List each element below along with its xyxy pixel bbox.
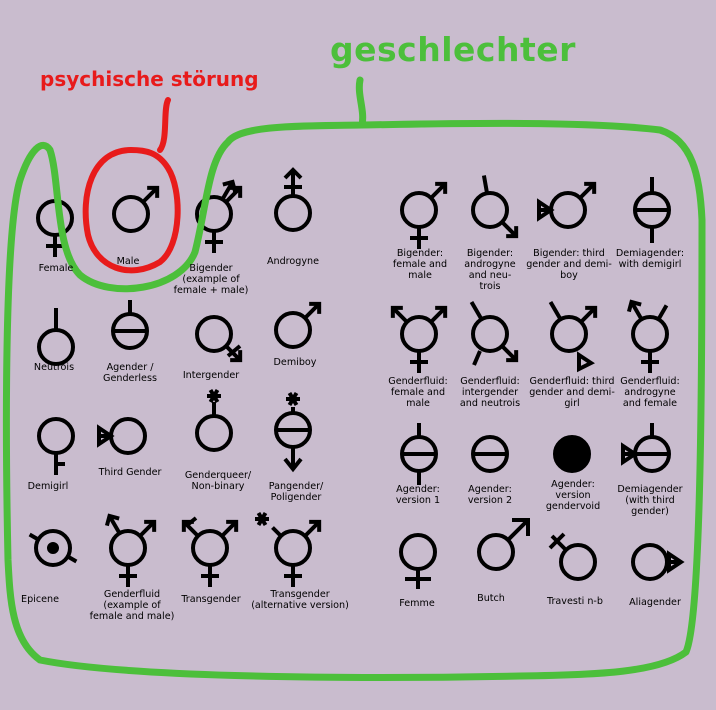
epicene-icon [28,529,78,567]
aliagender-icon [631,543,685,581]
agender-v1-icon [400,423,438,485]
bigender-third-demiboy-icon [537,181,597,229]
genderfluid-androgyne-female-icon [626,299,669,373]
red-circle-stroke [82,97,181,274]
bigender-female-male-label: Bigender: female and male [392,248,448,281]
demiagender-third-label: Demiagender (with third gender) [617,484,683,517]
neutrois-icon [37,308,75,366]
bigender-example-label: Bigender (example of female + male) [173,263,249,296]
demiagender-demigirl-label: Demiagender: with demigirl [615,248,685,270]
travesti-icon [548,532,597,581]
agender-icon [111,300,149,350]
demigirl-icon [37,417,75,475]
transgender-alt-icon [255,511,322,587]
genderqueer-label: Genderqueer/ Non-binary [184,470,252,492]
genderfluid-third-demigirl-label: Genderfluid: third gender and demi- girl [529,376,615,409]
bigender-female-male-icon [400,181,448,249]
travesti-label: Travesti n-b [547,596,603,607]
demiboy-icon [274,301,322,349]
genderqueer-icon [195,388,233,452]
genderfluid-androgyne-female-label: Genderfluid: androgyne and female [620,376,680,409]
green-outline-stroke [2,76,706,681]
demigirl-label: Demigirl [27,481,69,492]
male-icon [112,185,160,233]
third-gender-label: Third Gender [98,467,162,478]
green-annotation-title: geschlechter [330,30,576,69]
femme-icon [399,533,437,589]
femme-label: Femme [399,598,435,609]
genderfluid-female-male-label: Genderfluid: female and male [388,376,448,409]
demiboy-label: Demiboy [273,357,317,368]
genderfluid-intergender-neutrois-label: Genderfluid: intergender and neutrois [459,376,521,409]
genderfluid-female-male-icon [390,305,448,373]
intergender-icon [195,315,243,363]
transgender-label: Transgender [181,594,241,605]
butch-icon [477,518,530,571]
butch-label: Butch [477,593,505,604]
bigender-third-demiboy-label: Bigender: third gender and demi- boy [526,248,612,281]
third-gender-icon [97,417,147,455]
genderfluid-third-demigirl-icon [548,300,598,373]
pangender-icon [274,391,312,473]
demiagender-third-icon [621,423,671,473]
marker-annotations [2,76,706,681]
male-label: Male [116,256,140,267]
agender-gendervoid-label: Agender: version gendervoid [545,479,601,512]
agender-v1-label: Agender: version 1 [395,484,441,506]
demiagender-demigirl-icon [633,177,671,243]
gendervoid-icon [553,435,591,473]
neutrois-label: Neutrois [33,362,75,373]
androgyne-icon [274,167,312,232]
bigender-androgyne-neutrois-label: Bigender: androgyne and neu- trois [464,248,516,292]
epicene-label: Epicene [21,594,59,605]
bigender-androgyne-neutrois-icon [471,175,519,239]
agender-v2-icon [471,435,509,473]
bigender-icon [195,179,243,253]
genderfluid-example-label: Genderfluid (example of female and male) [89,589,175,622]
genderfluid-intergender-neutrois-icon [469,300,519,366]
female-label: Female [38,263,74,274]
red-annotation-title: psychische störung [40,67,259,91]
intergender-label: Intergender [182,370,240,381]
transgender-alt-label: Transgender (alternative version) [251,589,349,611]
agender-v2-label: Agender: version 2 [467,484,513,506]
pangender-label: Pangender/ Poligender [268,481,324,503]
genderfluid-example-icon [104,513,157,587]
transgender-icon [181,516,239,587]
androgyne-label: Androgyne [266,256,320,267]
agender-label: Agender / Genderless [103,362,157,384]
aliagender-label: Aliagender [629,597,681,608]
